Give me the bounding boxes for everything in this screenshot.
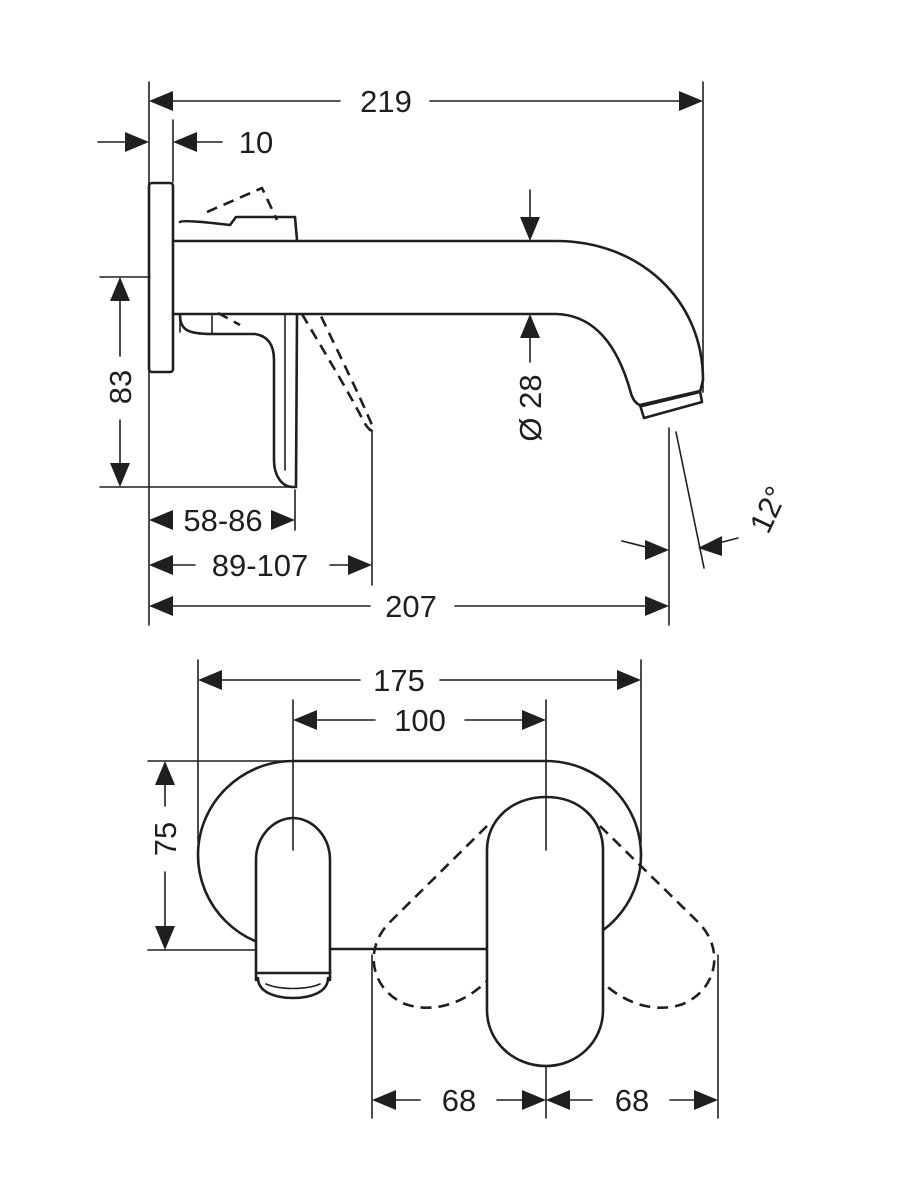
dim-label-207: 207 (385, 589, 437, 624)
front-wall-plate (196, 759, 643, 951)
spout-front (254, 816, 332, 1000)
front-view: 175 100 75 68 (147, 659, 719, 1119)
dim-plate-height: 75 (148, 761, 183, 950)
lever-swing-right (599, 825, 716, 1009)
dim-label-diameter-28: Ø 28 (513, 374, 548, 441)
dim-label-12-degrees: 12° (743, 481, 795, 538)
dim-plate-thickness: 10 (97, 125, 273, 160)
dim-overall-depth: 219 (149, 84, 703, 119)
extension-line-angle (675, 431, 705, 569)
lever-base-detail (179, 315, 213, 335)
dim-lever-swing-depth: 89-107 (149, 548, 372, 583)
aerator-front (256, 976, 330, 1000)
dim-label-68-left: 68 (442, 1083, 476, 1118)
dim-swing-left: 68 (372, 1083, 546, 1118)
lever-swing-outline-top (206, 186, 279, 221)
dim-pipe-diameter: Ø 28 (513, 189, 548, 442)
spout-pipe (171, 239, 705, 408)
lever-front (485, 795, 605, 1068)
dim-label-10: 10 (239, 125, 273, 160)
dim-lever-depth: 58-86 (149, 503, 295, 538)
dim-label-83: 83 (103, 370, 138, 404)
dim-spout-projection: 207 (149, 589, 669, 624)
dim-label-175: 175 (373, 663, 425, 698)
wall-plate (147, 181, 175, 374)
side-view: 219 10 83 Ø 28 (97, 81, 795, 626)
dim-swing-right: 68 (546, 1083, 718, 1118)
dim-label-100: 100 (394, 703, 446, 738)
lever-bottom-body (178, 313, 299, 489)
dim-label-89-107: 89-107 (212, 548, 309, 583)
dim-label-68-right: 68 (615, 1083, 649, 1118)
spout-aerator (638, 389, 704, 420)
dim-height: 83 (103, 277, 138, 487)
dim-plate-width: 175 (198, 663, 641, 698)
dim-label-219: 219 (360, 84, 412, 119)
lever-swing-left (372, 825, 489, 1009)
dim-angle: 12° (621, 481, 795, 560)
dim-label-75: 75 (148, 822, 183, 856)
dim-center-distance: 100 (293, 703, 546, 738)
dim-label-58-86: 58-86 (183, 503, 262, 538)
lever-body (178, 215, 299, 242)
